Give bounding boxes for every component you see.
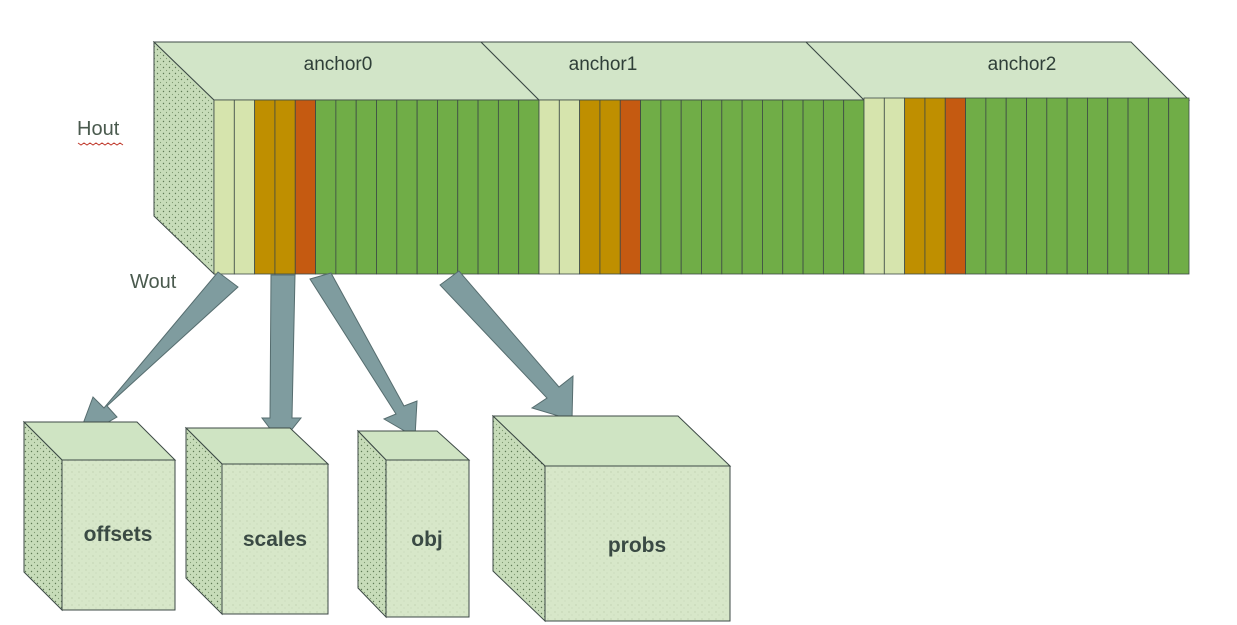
anchor1-label: anchor1	[569, 54, 638, 75]
probs-cube-front	[544, 465, 731, 622]
anchor2-class-channel	[1005, 97, 1027, 275]
scales-label: scales	[243, 528, 307, 551]
scales-cube: scales	[184, 426, 330, 616]
anchor2-class-channel	[1066, 97, 1088, 275]
arrow-to-obj	[309, 272, 418, 438]
anchor1-offset-channel	[558, 99, 581, 275]
tensor-block	[152, 40, 1191, 276]
anchor2-label: anchor2	[988, 54, 1057, 75]
anchor2-class-channel	[1107, 97, 1129, 275]
anchor1-class-channel	[822, 99, 845, 275]
anchor1-class-channel	[741, 99, 763, 275]
anchor0-class-channel	[497, 99, 520, 275]
wout-label: Wout	[130, 271, 177, 293]
offsets-cube-front	[61, 459, 176, 611]
obj-cube-front	[385, 459, 470, 618]
obj-cube: obj	[356, 429, 471, 619]
anchor0-label: anchor0	[304, 54, 373, 75]
channel-strips	[213, 97, 1190, 275]
anchor2-class-channel	[1127, 97, 1149, 275]
anchor2-class-channel	[965, 97, 987, 275]
anchor0-class-channel	[376, 99, 398, 275]
anchor2-class-channel	[985, 97, 1007, 275]
anchor2-offset-channel	[883, 97, 906, 275]
spellcheck-squiggle	[77, 142, 124, 146]
offsets-label: offsets	[84, 523, 153, 546]
anchor2-class-channel	[1147, 97, 1170, 275]
anchor1-class-channel	[802, 99, 824, 275]
probs-cube: probs	[491, 414, 732, 623]
anchor1-offset-channel	[538, 99, 560, 275]
anchor1-class-channel	[762, 99, 784, 275]
anchor1-class-channel	[640, 99, 662, 275]
obj-label: obj	[411, 528, 443, 551]
probs-label: probs	[608, 534, 666, 557]
anchor0-class-channel	[437, 99, 459, 275]
arrow-to-offsets	[76, 271, 239, 442]
obj-cube-side	[357, 429, 387, 619]
anchor0-class-channel	[457, 99, 479, 275]
anchor1-class-channel	[680, 99, 702, 275]
anchor2-class-channel	[1168, 97, 1190, 275]
anchor0-class-channel	[477, 99, 499, 275]
anchor2-class-channel	[1046, 97, 1068, 275]
anchor2-class-channel	[1026, 97, 1048, 275]
arrow-to-probs	[439, 270, 574, 421]
anchor1-class-channel	[701, 99, 723, 275]
anchor1-class-channel	[843, 99, 865, 275]
anchor0-offset-channel	[233, 99, 256, 275]
hout-label: Hout	[77, 118, 120, 140]
anchor0-class-channel	[355, 99, 377, 275]
anchor0-scale-channel	[254, 99, 276, 275]
anchor1-top-face	[479, 41, 866, 101]
anchor1-scale-channel	[599, 99, 621, 275]
anchor2-scale-channel	[904, 97, 926, 275]
anchor1-scale-channel	[579, 99, 601, 275]
anchor0-class-channel	[416, 99, 438, 275]
anchor2-class-channel	[1087, 97, 1109, 275]
anchor0-offset-channel	[213, 99, 235, 275]
anchor0-scale-channel	[274, 99, 296, 275]
anchor1-class-channel	[660, 99, 682, 275]
anchor2-offset-channel	[863, 97, 885, 275]
anchor1-class-channel	[782, 99, 804, 275]
anchor0-class-channel	[396, 99, 418, 275]
anchor2-scale-channel	[924, 97, 946, 275]
anchor0-class-channel	[518, 99, 540, 275]
anchor1-obj-channel	[619, 99, 641, 275]
scales-cube-front	[221, 463, 329, 615]
anchor0-obj-channel	[294, 99, 316, 275]
anchor2-obj-channel	[944, 97, 966, 275]
anchor0-class-channel	[335, 99, 357, 275]
anchor0-class-channel	[315, 99, 337, 275]
arrows	[76, 270, 574, 444]
arrow-to-scales	[260, 274, 303, 444]
offsets-cube: offsets	[22, 420, 177, 612]
anchor1-class-channel	[721, 99, 743, 275]
